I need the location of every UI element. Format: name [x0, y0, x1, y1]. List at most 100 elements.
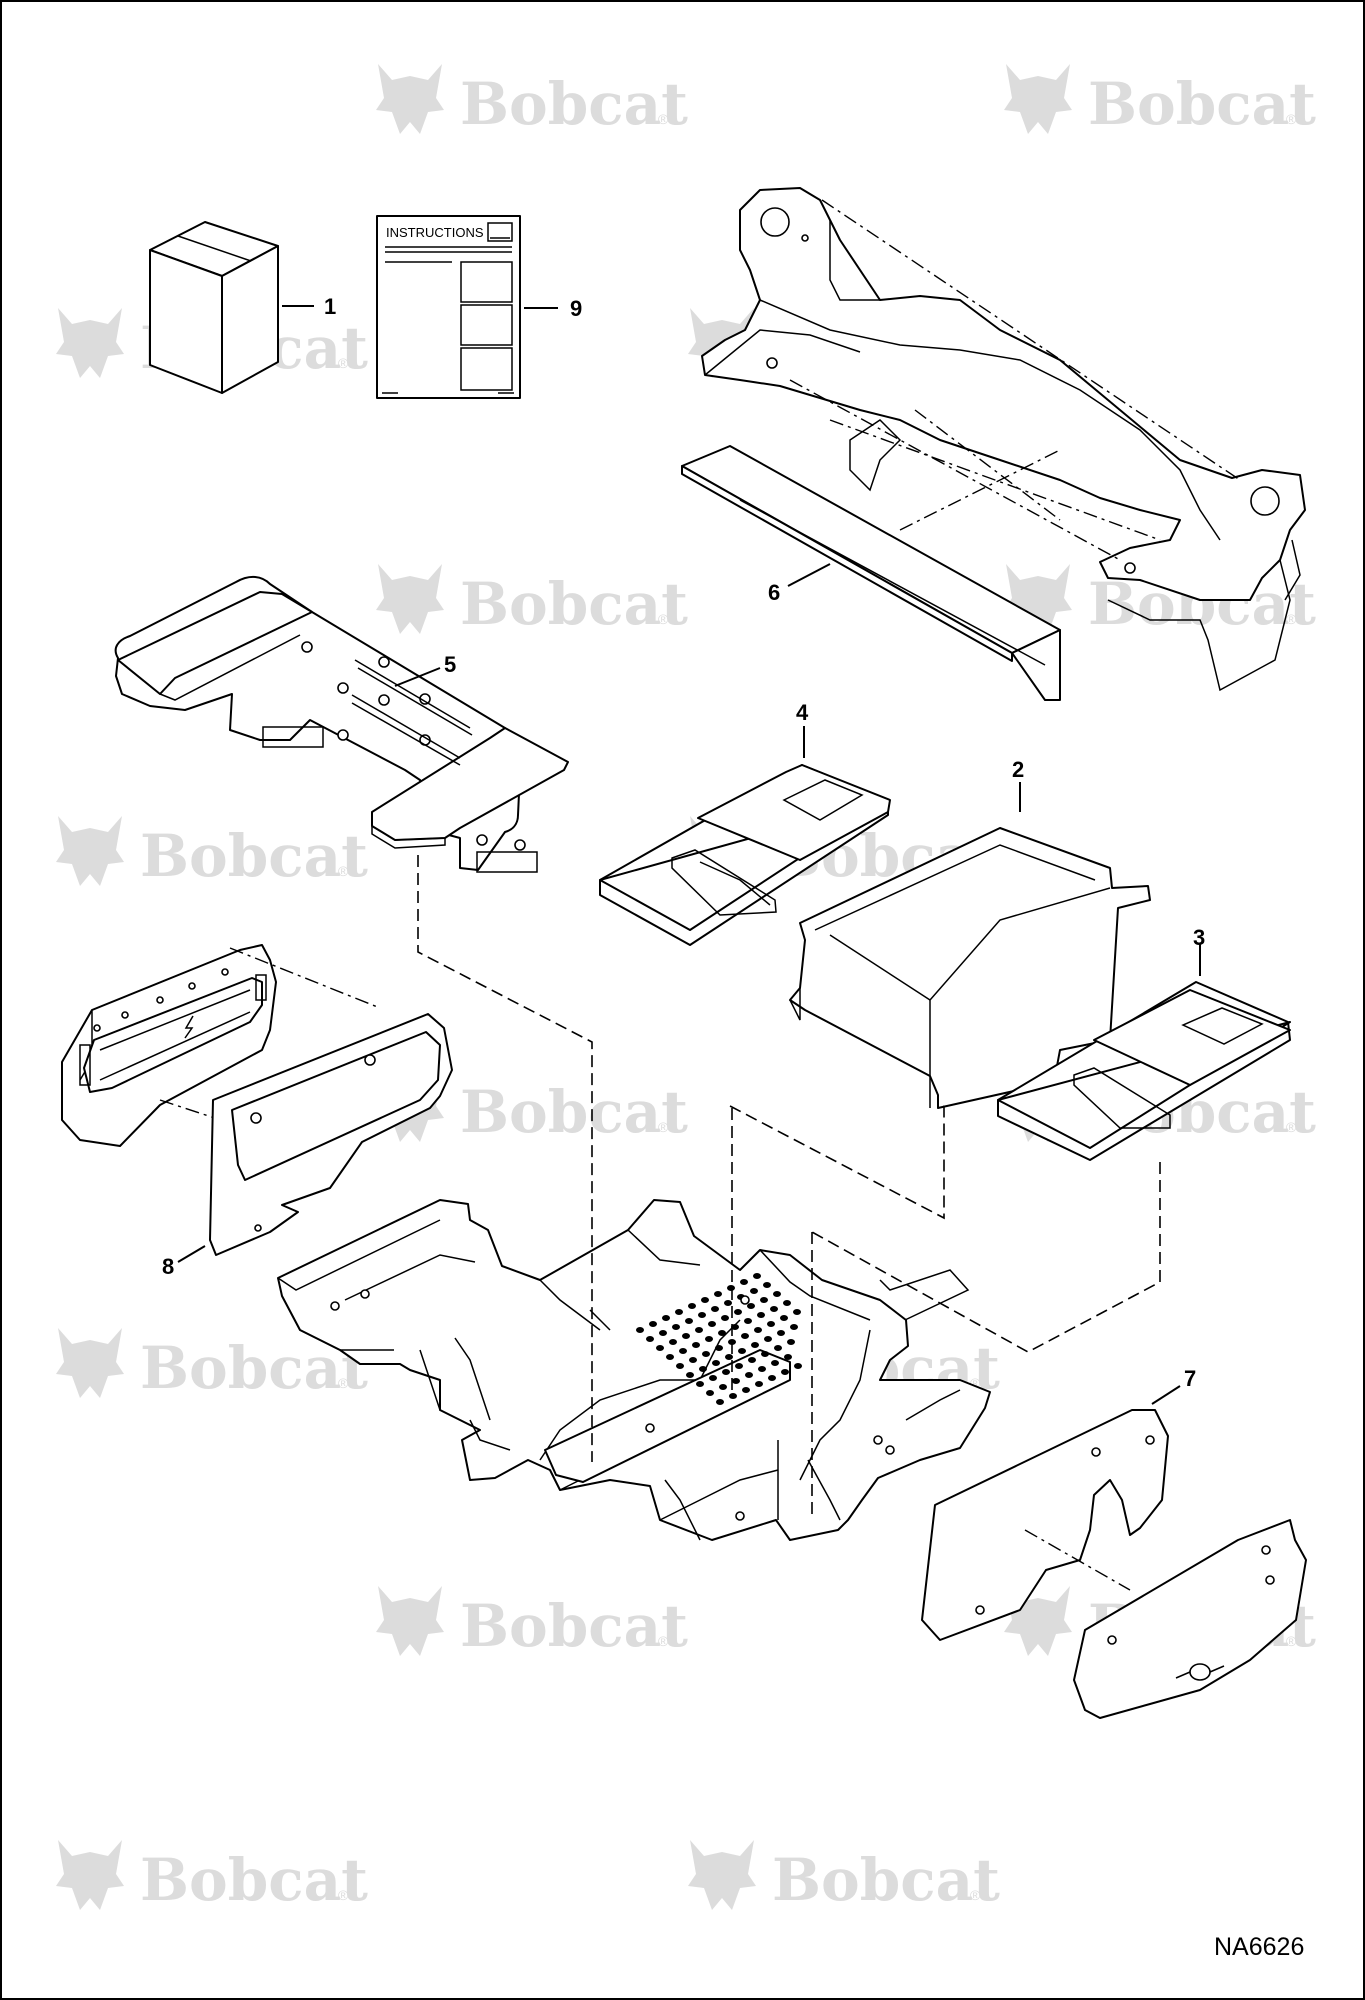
watermark-registered-mark: ® [658, 1633, 669, 1649]
grate-hole [702, 1351, 710, 1357]
grate-hole [711, 1306, 719, 1312]
grate-hole [740, 1279, 748, 1285]
part-7-side-panel [921, 1409, 1307, 1719]
grate-hole [675, 1309, 683, 1315]
leader-6 [787, 563, 831, 587]
callout-2: 2 [1012, 757, 1024, 782]
leader-5 [394, 667, 441, 687]
bobcat-head-logo-icon [688, 1840, 756, 1910]
watermark-registered-mark: ® [970, 1887, 981, 1903]
part-6-foam-strip [681, 445, 1061, 701]
grate-hole [662, 1315, 670, 1321]
leader-8 [177, 1245, 206, 1263]
bobcat-watermark: Bobcat® [376, 564, 688, 638]
watermark-registered-mark: ® [338, 863, 349, 879]
grate-hole [706, 1390, 714, 1396]
grate-hole [748, 1357, 756, 1363]
bobcat-head-logo-icon [1004, 64, 1072, 134]
grate-hole [734, 1309, 742, 1315]
grate-hole [784, 1354, 792, 1360]
bobcat-head-logo-icon [376, 564, 444, 634]
watermark-registered-mark: ® [970, 1375, 981, 1391]
grate-hole [745, 1372, 753, 1378]
grate-hole [709, 1375, 717, 1381]
grate-hole [750, 1288, 758, 1294]
grate-hole [722, 1369, 730, 1375]
grate-hole [790, 1324, 798, 1330]
part-3-step-pad [997, 981, 1291, 1161]
grate-hole [701, 1297, 709, 1303]
grate-hole [787, 1339, 795, 1345]
watermark-brand-text: Bobcat [460, 1592, 688, 1660]
grate-hole [742, 1387, 750, 1393]
bobcat-watermark: Bobcat® [56, 816, 368, 890]
watermark-registered-mark: ® [338, 1887, 349, 1903]
grate-hole [685, 1318, 693, 1324]
grate-hole [696, 1381, 704, 1387]
grate-hole [761, 1351, 769, 1357]
grate-hole [794, 1363, 802, 1369]
part-4-step-pad [599, 764, 891, 946]
assembly-lines [417, 855, 1161, 1520]
bobcat-head-logo-icon [56, 816, 124, 886]
watermark-brand-text: Bobcat [460, 570, 688, 638]
grate-hole [777, 1330, 785, 1336]
grate-hole [705, 1336, 713, 1342]
grate-hole [679, 1348, 687, 1354]
grate-hole [682, 1333, 690, 1339]
grate-hole [764, 1336, 772, 1342]
grate-hole [753, 1273, 761, 1279]
bobcat-head-logo-icon [56, 1328, 124, 1398]
watermark-registered-mark: ® [1286, 1633, 1297, 1649]
part-8-gasket [209, 1013, 453, 1256]
grate-hole [744, 1318, 752, 1324]
watermark-registered-mark: ® [338, 1375, 349, 1391]
grate-hole [686, 1372, 694, 1378]
watermark-registered-mark: ® [658, 111, 669, 127]
grate-hole [781, 1369, 789, 1375]
grate-hole [688, 1303, 696, 1309]
grate-hole [698, 1312, 706, 1318]
grate-hole [751, 1342, 759, 1348]
grate-hole [672, 1324, 680, 1330]
grate-hole [770, 1306, 778, 1312]
callout-9: 9 [570, 296, 582, 321]
grate-hole [699, 1366, 707, 1372]
grate-hole [731, 1324, 739, 1330]
watermark-registered-mark: ® [338, 355, 349, 371]
grate-hole [636, 1327, 644, 1333]
grate-hole [747, 1303, 755, 1309]
floor-grate [636, 1273, 802, 1405]
grate-hole [676, 1363, 684, 1369]
grate-hole [716, 1399, 724, 1405]
grate-hole [760, 1297, 768, 1303]
grate-hole [659, 1330, 667, 1336]
grate-hole [757, 1312, 765, 1318]
part-5-bracket [114, 576, 569, 873]
watermark-brand-text: Bobcat [1088, 70, 1316, 138]
grate-hole [741, 1333, 749, 1339]
grate-hole [646, 1336, 654, 1342]
bobcat-watermark: Bobcat® [688, 1840, 1000, 1914]
grate-hole [755, 1381, 763, 1387]
bobcat-watermark: Bobcat® [56, 1840, 368, 1914]
instructions-title: INSTRUCTIONS [386, 225, 484, 240]
watermark-brand-text: Bobcat [140, 1846, 368, 1914]
callout-6: 6 [768, 580, 780, 605]
bobcat-head-logo-icon [376, 1586, 444, 1656]
bobcat-head-logo-icon [56, 1840, 124, 1910]
watermark-brand-text: Bobcat [772, 1846, 1000, 1914]
bobcat-head-logo-icon [376, 64, 444, 134]
grate-hole [735, 1363, 743, 1369]
grate-hole [758, 1366, 766, 1372]
callout-8: 8 [162, 1254, 174, 1279]
grate-hole [719, 1384, 727, 1390]
grate-hole [712, 1360, 720, 1366]
grate-hole [718, 1330, 726, 1336]
grate-hole [774, 1345, 782, 1351]
grate-hole [649, 1321, 657, 1327]
cab-floor-assembly [277, 1199, 991, 1541]
watermark-registered-mark: ® [1286, 611, 1297, 627]
part-1-kit-box [149, 221, 279, 394]
